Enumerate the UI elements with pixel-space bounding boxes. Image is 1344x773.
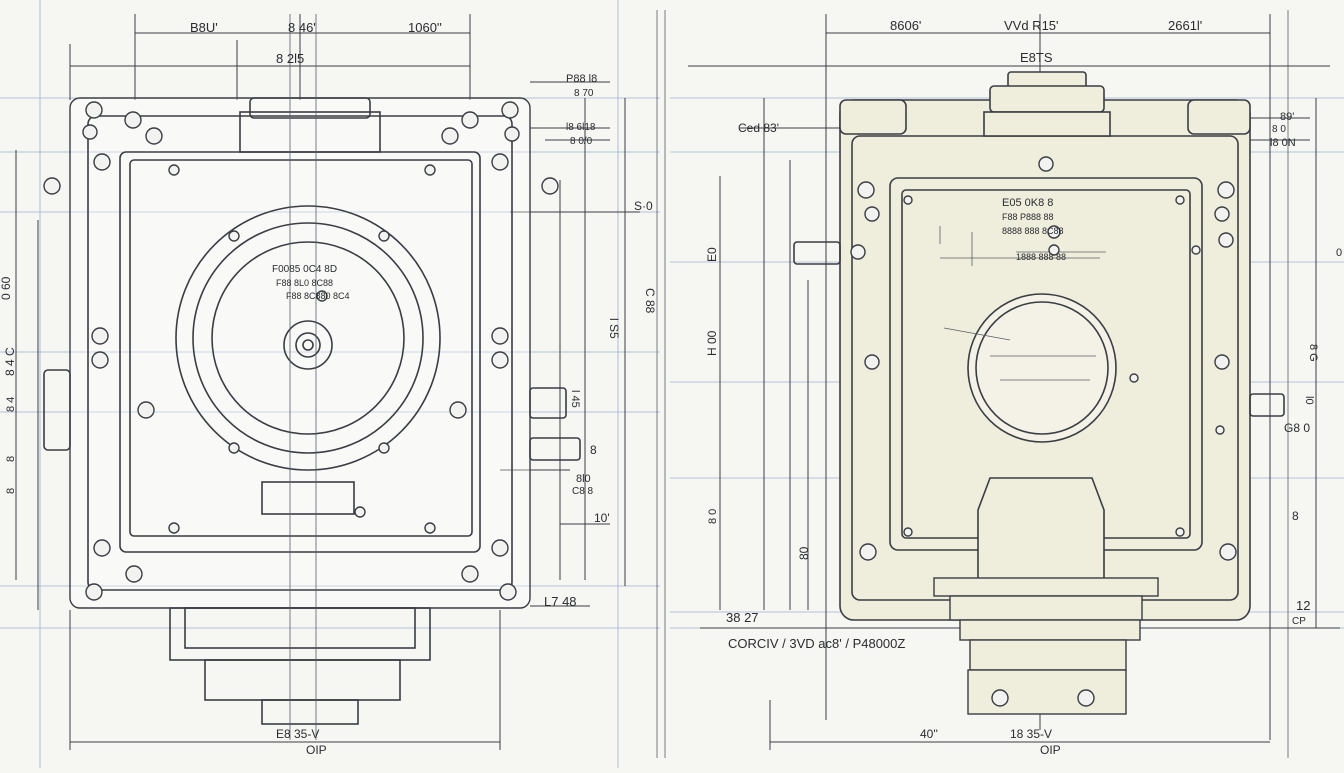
- left-callout-12: 10': [594, 511, 610, 525]
- left-view-labels: B8U' 8 46' 1060'' 8 2l5 P88 l8 8 70 l8 6…: [0, 20, 657, 757]
- left-bottom-dim-2: OIP: [306, 743, 327, 757]
- right-callout-right-9: 12: [1296, 598, 1310, 613]
- left-side-dim-1: 0 60: [0, 276, 13, 300]
- right-bottom-dim-1: 40'': [920, 727, 938, 741]
- left-view-part: [43, 14, 581, 740]
- left-callout-4: 8 0/0: [570, 136, 593, 147]
- right-callout-left-1: Ced 83': [738, 121, 779, 135]
- left-callout-3: l8 6l18: [566, 122, 596, 133]
- right-view-bolts: [850, 156, 1237, 707]
- right-callout-right-7: l0: [1303, 396, 1315, 405]
- right-cartouche-text: CORCIV / 3VD ac8' / P48000Z: [728, 636, 905, 651]
- right-view-labels: 8606' VVd R15' 2661l' E8TS Ced 83' E0 H …: [705, 18, 1342, 757]
- left-callout-2: 8 70: [574, 88, 594, 99]
- right-callout-right-8: 8: [1292, 509, 1299, 523]
- right-callout-left-5: 80: [797, 546, 811, 560]
- left-callout-10: 8l0: [576, 473, 591, 485]
- left-callout-5: S·0: [634, 199, 653, 213]
- left-top-dim-3: 1060'': [408, 20, 442, 35]
- left-callout-1: P88 l8: [566, 73, 597, 85]
- left-callout-9: 8: [590, 443, 597, 457]
- left-side-dim-3: 8 4: [5, 397, 17, 412]
- right-bottom-dim-2: 18 35-V: [1010, 727, 1052, 741]
- left-plate-label-2: F88 8L0 8C88: [276, 278, 333, 288]
- right-callout-left-3: H 00: [705, 330, 719, 356]
- left-side-dim-5: 8: [5, 488, 17, 494]
- right-plate-label-4: 1888 888 88: [1016, 252, 1066, 262]
- left-bottom-dim-1: E8 35-V: [276, 727, 319, 741]
- left-sub-dim: 8 2l5: [276, 51, 304, 66]
- left-top-dim-2: 8 46': [288, 20, 316, 35]
- right-cap-label: E8TS: [1020, 50, 1053, 65]
- right-top-dim-2: VVd R15': [1004, 18, 1059, 33]
- right-plate-label-1: E05 0K8 8: [1002, 197, 1053, 209]
- right-bottom-dim-3: OIP: [1040, 743, 1061, 757]
- right-callout-left-4: 8 0: [707, 509, 719, 524]
- right-callout-right-6: G8 0: [1284, 421, 1310, 435]
- right-plate-label-2: F88 P888 88: [1002, 212, 1054, 222]
- left-callout-6: l S5: [607, 318, 621, 339]
- right-top-dim-3: 2661l': [1168, 18, 1202, 33]
- right-callout-right-3: l8 0N: [1270, 137, 1296, 149]
- right-top-dim-1: 8606': [890, 18, 921, 33]
- right-callout-left-6: 38 27: [726, 610, 759, 625]
- left-callout-11: C8 8: [572, 486, 594, 497]
- right-callout-right-5: 8 G: [1307, 344, 1319, 362]
- right-callout-right-1: 89': [1280, 111, 1294, 123]
- right-callout-right-4: 0: [1336, 247, 1342, 259]
- left-side-dim-2: 8 4 C: [3, 347, 17, 376]
- left-plate-label-3: F88 8C880 8C4: [286, 291, 350, 301]
- right-callout-left-2: E0: [705, 247, 719, 262]
- left-plate-label-1: F0085 0C4 8D: [272, 264, 337, 275]
- left-view-dimensions: [15, 14, 640, 750]
- left-callout-13: L7 48: [544, 594, 577, 609]
- right-callout-right-10: CP: [1292, 616, 1306, 627]
- left-top-dim-1: B8U': [190, 20, 218, 35]
- right-view-part: [793, 71, 1285, 715]
- right-callout-right-2: 8 0: [1272, 124, 1286, 135]
- right-plate-label-3: 8888 888 8C88: [1002, 226, 1064, 236]
- left-side-dim-4: 8: [5, 456, 17, 462]
- left-callout-7: C 88: [643, 288, 657, 314]
- left-callout-8: l 45: [569, 390, 581, 408]
- left-view-bolts: [43, 101, 559, 601]
